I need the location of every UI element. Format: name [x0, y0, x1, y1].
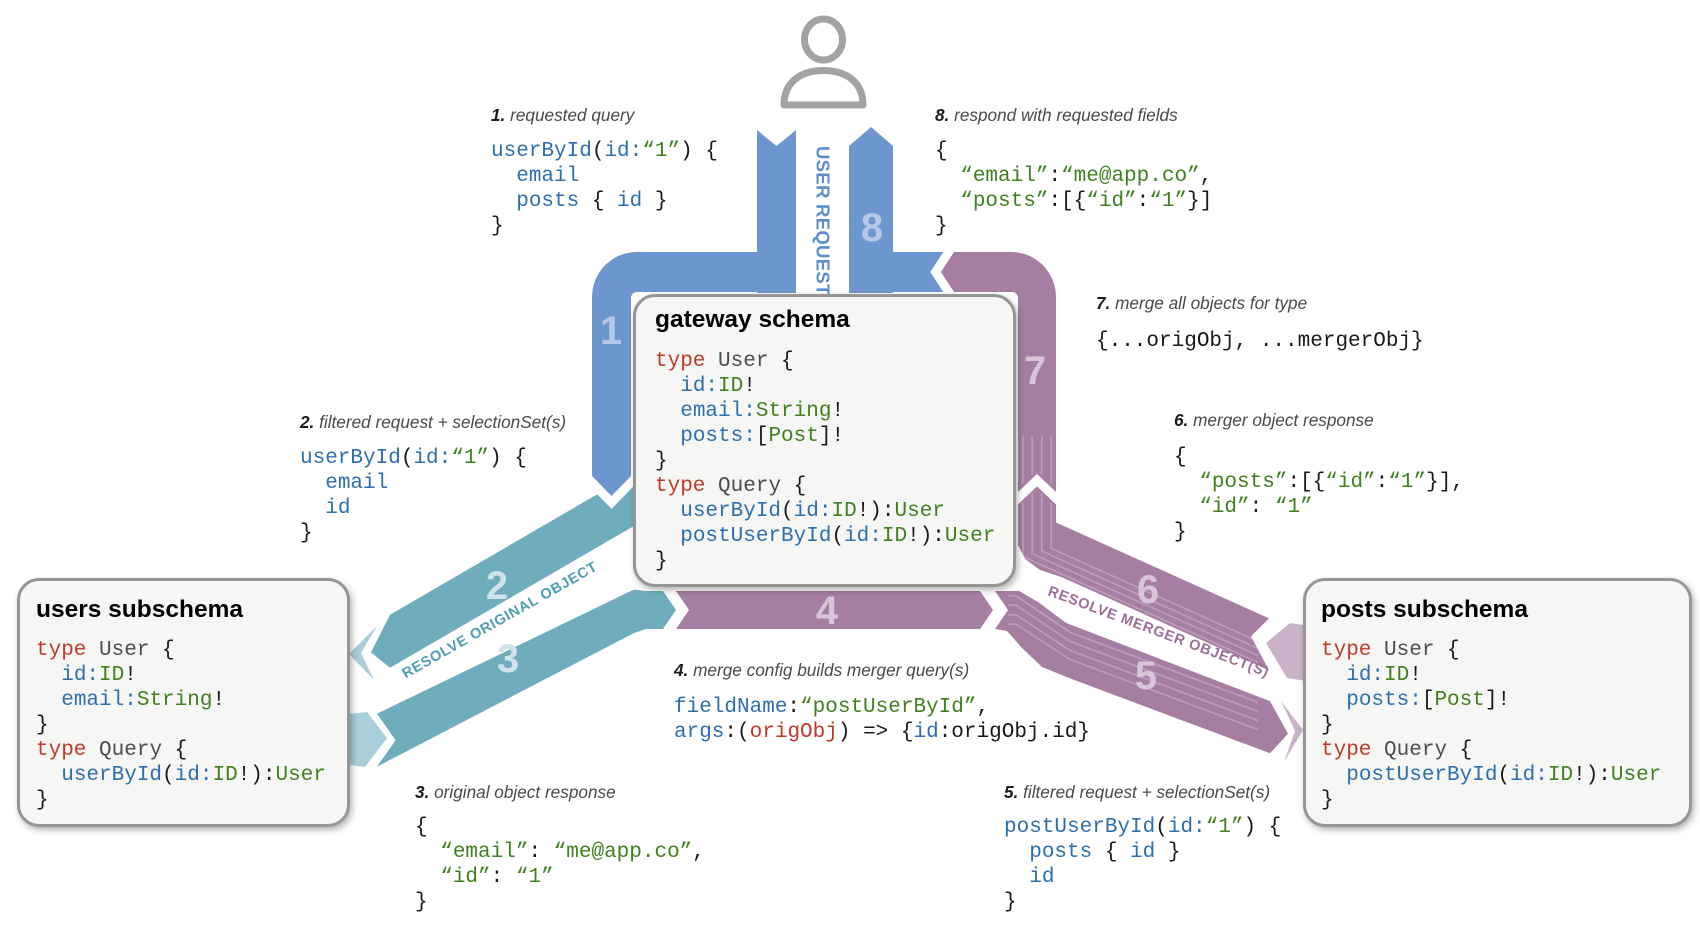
svg-text:3: 3 [497, 637, 519, 681]
svg-text:USER REQUEST: USER REQUEST [813, 146, 834, 296]
svg-text:8: 8 [861, 206, 883, 250]
svg-text:2: 2 [486, 564, 508, 608]
svg-text:6: 6 [1137, 568, 1159, 612]
svg-text:1: 1 [600, 309, 622, 353]
svg-text:7: 7 [1024, 349, 1046, 393]
svg-text:4: 4 [816, 589, 839, 633]
svg-text:5: 5 [1135, 654, 1157, 698]
